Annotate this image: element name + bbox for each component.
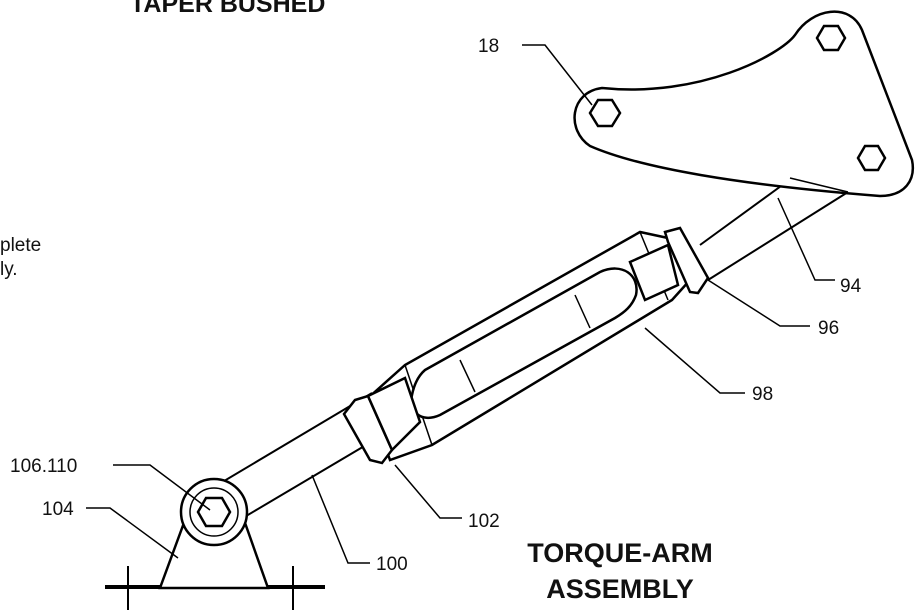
callout-98: 98 — [644, 327, 773, 405]
upper-rod — [699, 177, 849, 281]
callout-102: 102 — [394, 464, 500, 532]
part-label-94: 94 — [840, 276, 862, 297]
part-label-96: 96 — [818, 318, 839, 339]
title-line-1: TORQUE-ARM — [527, 538, 713, 568]
side-text-line-1: plete — [0, 235, 41, 256]
part-label-100: 100 — [376, 554, 408, 575]
part-label-104: 104 — [42, 499, 74, 520]
part-label-106-110: 106.110 — [10, 456, 77, 477]
callout-100: 100 — [311, 474, 408, 575]
hex-bolt-icon — [815, 24, 847, 52]
torque-arm-plate — [573, 10, 915, 198]
left-jam-nut — [342, 376, 422, 465]
side-text-line-2: ly. — [0, 259, 18, 280]
right-jam-nut — [628, 226, 710, 302]
callout-96: 96 — [707, 279, 839, 339]
part-label-18: 18 — [478, 36, 499, 57]
callout-94: 94 — [777, 197, 862, 297]
hex-bolt-icon — [856, 144, 887, 172]
hex-nut-icon — [196, 496, 232, 528]
part-label-102: 102 — [468, 511, 500, 532]
header-text: TAPER BUSHED — [130, 0, 325, 18]
part-label-98: 98 — [752, 384, 773, 405]
callout-18: 18 — [478, 36, 593, 106]
callout-106: 106.110 — [10, 456, 211, 511]
title-line-2: ASSEMBLY — [546, 574, 694, 604]
hex-bolt-icon — [588, 98, 622, 128]
callout-104: 104 — [42, 499, 179, 559]
